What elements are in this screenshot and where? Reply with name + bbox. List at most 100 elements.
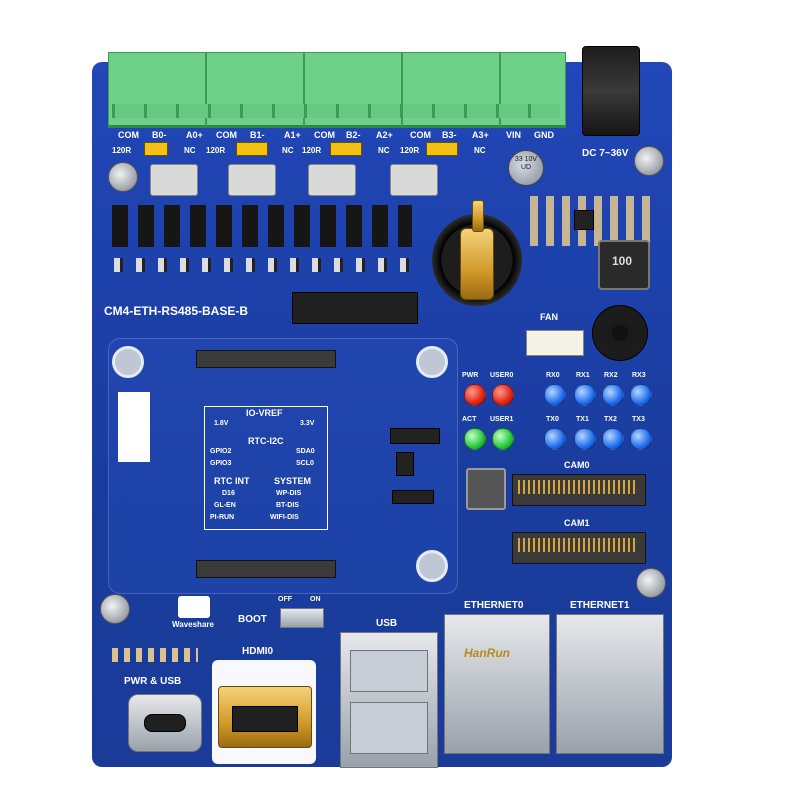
mount-screw-br (636, 568, 666, 598)
usb-a-slot-top (350, 650, 428, 692)
label-com0: COM (118, 130, 139, 140)
rtc-i2c-row0-right: SDA0 (296, 448, 315, 455)
label-b1: B1- (250, 130, 265, 140)
led-label-rx2: RX2 (604, 372, 618, 379)
led-label-user1: USER1 (490, 416, 514, 423)
label-com3: COM (410, 130, 431, 140)
system-row0: WP-DIS (276, 490, 302, 497)
mount-screw-tl (108, 162, 138, 192)
usb-label: USB (376, 618, 398, 629)
rtc-int-title: RTC INT (214, 476, 250, 486)
led-rx2 (602, 384, 624, 406)
battery-clip-top (472, 200, 484, 232)
jumper-0[interactable] (144, 142, 168, 156)
label-120r-0: 120R (112, 146, 132, 155)
label-b2: B2- (346, 130, 361, 140)
mount-screw-tr (634, 146, 664, 176)
boot-switch[interactable] (280, 608, 324, 628)
system-title: SYSTEM (274, 476, 312, 486)
system-row1: BT-DIS (276, 502, 299, 509)
led-rx3 (630, 384, 652, 406)
hanrun-logo: HanRun (464, 646, 510, 660)
system-row2: WIFI-DIS (270, 514, 299, 521)
label-nc-2: NC (378, 146, 390, 155)
led-label-pwr: PWR (462, 372, 479, 379)
led-tx3 (630, 428, 652, 450)
label-a3: A3+ (472, 130, 489, 140)
power-inductor (598, 240, 650, 290)
label-nc-1: NC (282, 146, 294, 155)
led-label-tx1: TX1 (576, 416, 589, 423)
led-label-tx2: TX2 (604, 416, 617, 423)
cam1-label: CAM1 (564, 518, 590, 528)
io-vref-title: IO-VREF (246, 408, 283, 418)
gdt-2 (308, 164, 356, 196)
led-label-user0: USER0 (490, 372, 514, 379)
led-rx1 (574, 384, 596, 406)
rtc-int-row0: D16 (222, 490, 235, 497)
label-120r-1: 120R (206, 146, 226, 155)
smd-ic-lower (392, 490, 434, 504)
cm4-header (292, 292, 418, 324)
fan-label: FAN (540, 312, 558, 322)
hdmi-opening (232, 706, 298, 732)
electrolytic-capacitor (508, 150, 544, 186)
ethernet1-label: ETHERNET1 (570, 600, 630, 611)
led-label-rx1: RX1 (576, 372, 590, 379)
rtc-int-row2: PI-RUN (210, 514, 235, 521)
inductor-label: 100 (611, 254, 633, 268)
boot-off-label: OFF (278, 596, 292, 603)
usb-a-slot-bottom (350, 702, 428, 754)
label-nc-3: NC (474, 146, 486, 155)
smd-ic-middle (390, 428, 440, 444)
rtc-chip (396, 452, 414, 476)
mount-hole-cm4-tl (112, 346, 144, 378)
config-panel (204, 406, 328, 530)
led-tx0 (544, 428, 566, 450)
label-com2: COM (314, 130, 335, 140)
cam-inductor (466, 468, 506, 510)
led-label-rx3: RX3 (632, 372, 646, 379)
power-ic (574, 210, 594, 230)
led-label-tx0: TX0 (546, 416, 559, 423)
gdt-3 (390, 164, 438, 196)
board-name-label: CM4-ETH-RS485-BASE-B (104, 304, 249, 318)
led-pwr (464, 384, 486, 406)
io-vref-left: 1.8V (214, 420, 229, 427)
mount-hole-cm4-br (416, 550, 448, 582)
label-a1: A1+ (284, 130, 301, 140)
label-com1: COM (216, 130, 237, 140)
cm4-connector-bottom (196, 560, 336, 578)
led-tx2 (602, 428, 624, 450)
rtc-i2c-row0-left: GPIO2 (210, 448, 232, 455)
ethernet0-label: ETHERNET0 (464, 600, 524, 611)
smd-component-row (114, 258, 414, 272)
label-b3: B3- (442, 130, 457, 140)
buzzer (592, 305, 648, 361)
terminal-slots (112, 104, 560, 118)
tvs-diode-row (112, 205, 412, 247)
led-label-rx0: RX0 (546, 372, 560, 379)
cam0-label: CAM0 (564, 460, 590, 470)
rtc-i2c-row1-right: SCL0 (296, 460, 314, 467)
pwr-usb-label: PWR & USB (124, 676, 182, 687)
dc-voltage-label: DC 7~36V (582, 148, 629, 159)
led-rx0 (544, 384, 566, 406)
label-nc-0: NC (184, 146, 196, 155)
label-b0: B0- (152, 130, 167, 140)
label-a0: A0+ (186, 130, 203, 140)
cam0-pins (518, 480, 638, 494)
jumper-3[interactable] (426, 142, 458, 156)
jumper-2[interactable] (330, 142, 362, 156)
led-tx1 (574, 428, 596, 450)
gdt-1 (228, 164, 276, 196)
ethernet1-port[interactable] (556, 614, 664, 754)
jumper-1[interactable] (236, 142, 268, 156)
label-120r-2: 120R (302, 146, 322, 155)
ethernet0-port[interactable] (444, 614, 550, 754)
gdt-0 (150, 164, 198, 196)
mount-hole-cm4-tr (416, 346, 448, 378)
rtc-int-row1: GL-EN (214, 502, 236, 509)
dc-power-jack (582, 46, 640, 136)
mount-screw-bl (100, 594, 130, 624)
